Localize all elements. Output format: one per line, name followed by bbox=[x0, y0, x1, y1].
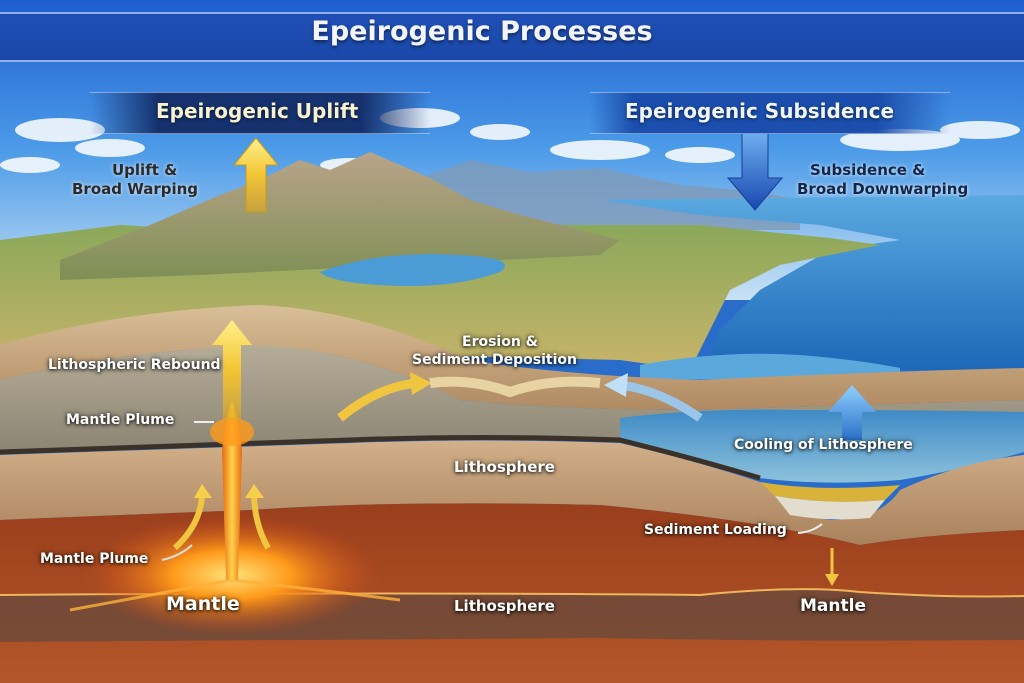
subsidence-arrow bbox=[726, 131, 784, 211]
sediment-fill-lower bbox=[775, 496, 885, 520]
clouds bbox=[0, 108, 1020, 173]
subsidence-banner: Epeirogenic Subsidence bbox=[590, 92, 950, 134]
title-bar bbox=[0, 12, 1024, 62]
upper-strata bbox=[0, 305, 1024, 410]
label-mantle-left: Mantle bbox=[166, 593, 240, 615]
mountain-range bbox=[60, 152, 620, 280]
uplift-banner: Epeirogenic Uplift bbox=[90, 92, 430, 134]
erosion-arrowhead-left bbox=[410, 372, 432, 395]
label-mantle-plume-lower: Mantle Plume bbox=[40, 551, 149, 567]
sediment-loading-leader bbox=[797, 523, 823, 534]
label-lithospheric-rebound: Lithospheric Rebound bbox=[48, 357, 221, 373]
erosion-band bbox=[429, 376, 601, 398]
label-sediment-loading: Sediment Loading bbox=[644, 522, 787, 538]
subsidence-banner-label: Epeirogenic Subsidence bbox=[625, 99, 895, 123]
label-cooling-of-lithosphere: Cooling of Lithosphere bbox=[734, 437, 913, 453]
label-erosion-line2: Sediment Deposition bbox=[412, 352, 577, 368]
uplift-caption-line1: Uplift & bbox=[112, 161, 178, 179]
coastal-inlet bbox=[640, 353, 900, 380]
label-mantle-right: Mantle bbox=[800, 596, 866, 616]
uplift-arrow bbox=[232, 137, 280, 213]
lithosphere-layer bbox=[0, 440, 1024, 545]
lake bbox=[320, 254, 505, 287]
page-title: Epeirogenic Processes bbox=[311, 16, 653, 47]
mantle-plume-leader-lower bbox=[161, 544, 193, 561]
uplift-banner-label: Epeirogenic Uplift bbox=[156, 99, 359, 123]
boundary-seam bbox=[0, 435, 761, 481]
label-mantle-plume-upper: Mantle Plume bbox=[66, 412, 175, 428]
erosion-arrowhead-right bbox=[604, 373, 628, 397]
plume-arrowhead-right bbox=[245, 484, 264, 498]
cooling-arrow bbox=[828, 385, 876, 440]
erosion-arrow-right bbox=[619, 380, 703, 422]
subsidence-caption-line1: Subsidence & bbox=[810, 161, 926, 179]
label-lithosphere-middle: Lithosphere bbox=[454, 458, 555, 476]
label-erosion-line1: Erosion & bbox=[462, 334, 538, 350]
plume-arrowhead-left bbox=[194, 484, 212, 498]
plume-head bbox=[210, 418, 254, 446]
loading-arrowhead bbox=[825, 574, 839, 586]
subsidence-caption-line2: Broad Downwarping bbox=[797, 180, 969, 198]
plume-arrow-left bbox=[172, 495, 205, 551]
sea bbox=[600, 195, 1024, 370]
label-lithosphere-bottom: Lithosphere bbox=[454, 597, 555, 615]
uplift-caption-line2: Broad Warping bbox=[72, 180, 199, 198]
plume-arrow-right bbox=[251, 495, 271, 550]
magma-streak-right bbox=[231, 578, 401, 602]
magma-streak-left bbox=[69, 578, 233, 612]
rebound-arrow bbox=[212, 320, 252, 420]
sediment-fill bbox=[760, 482, 900, 502]
